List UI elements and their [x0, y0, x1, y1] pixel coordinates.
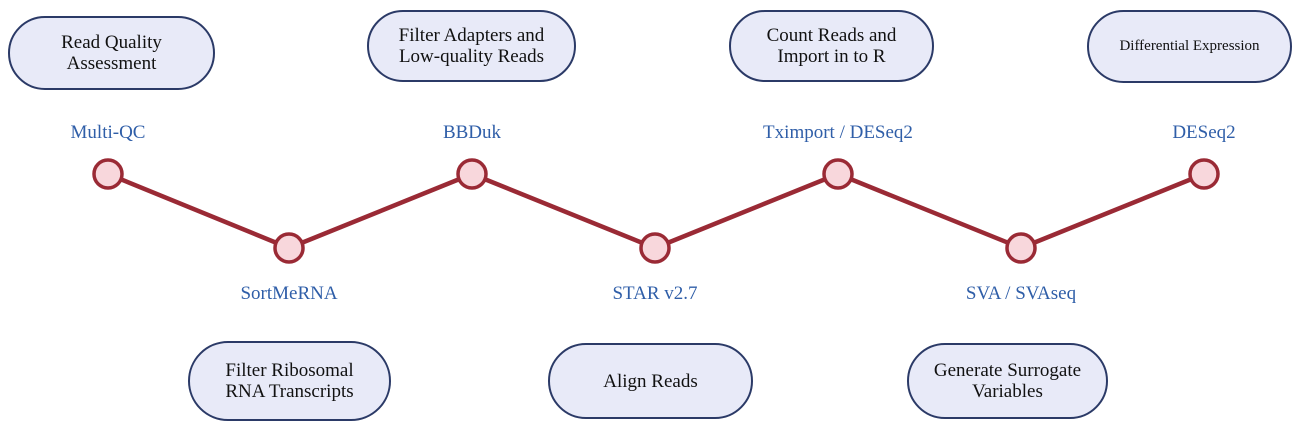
- tool-label-deseq2: DESeq2: [1172, 122, 1236, 143]
- step-box-filter-adapters: Filter Adapters and Low-quality Reads: [367, 10, 576, 82]
- tool-label-star: STAR v2.7: [612, 283, 698, 304]
- tool-label-sortmerna: SortMeRNA: [240, 283, 338, 304]
- pipeline-node-5: [822, 158, 854, 190]
- pipeline-node-7: [1188, 158, 1220, 190]
- pipeline-node-1: [92, 158, 124, 190]
- tool-label-bbduk: BBDuk: [442, 122, 502, 143]
- step-box-differential-expression: Differential Expression: [1087, 10, 1292, 83]
- tool-label-sva-svaseq: SVA / SVAseq: [965, 283, 1077, 304]
- step-box-count-reads: Count Reads and Import in to R: [729, 10, 934, 82]
- pipeline-node-6: [1005, 232, 1037, 264]
- step-box-generate-surrogate-variables: Generate Surrogate Variables: [907, 343, 1108, 419]
- pipeline-node-3: [456, 158, 488, 190]
- tool-label-tximport-deseq2: Tximport / DESeq2: [763, 122, 913, 143]
- step-box-filter-ribosomal-rna: Filter Ribosomal RNA Transcripts: [188, 341, 391, 421]
- pipeline-node-4: [639, 232, 671, 264]
- pipeline-nodes: [92, 158, 1220, 264]
- tool-label-multi-qc: Multi-QC: [70, 122, 146, 143]
- pipeline-node-2: [273, 232, 305, 264]
- step-box-read-quality-assessment: Read Quality Assessment: [8, 16, 215, 90]
- step-box-align-reads: Align Reads: [548, 343, 753, 419]
